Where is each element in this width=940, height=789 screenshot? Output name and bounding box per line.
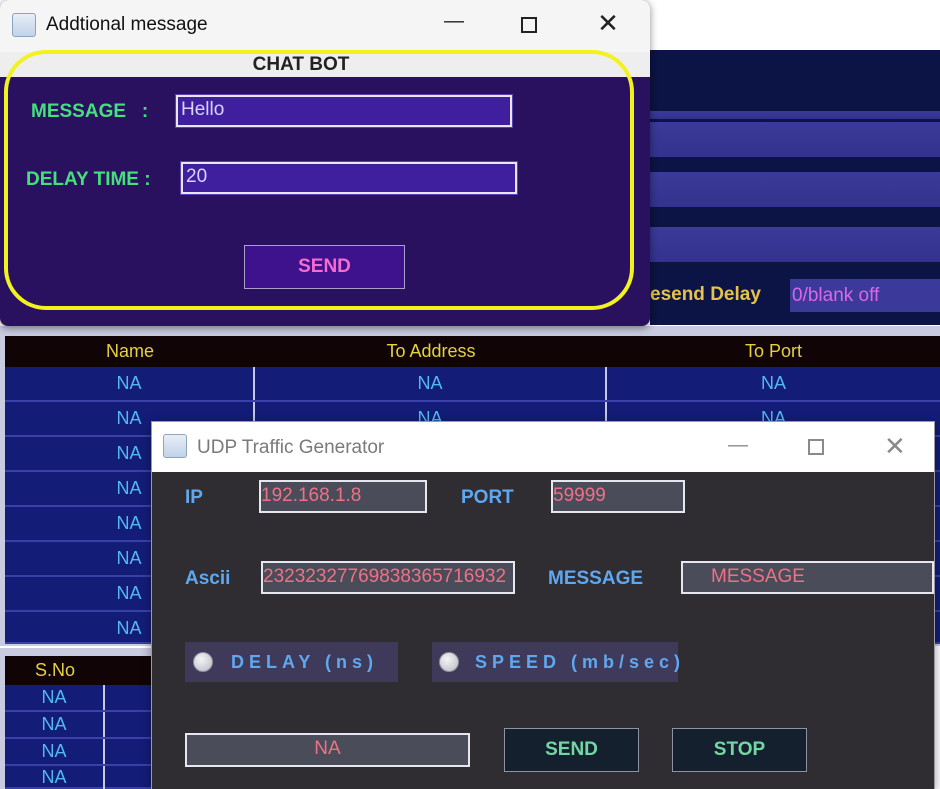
chat-titlebar: Addtional message — ✕	[0, 0, 650, 52]
main-bar	[650, 172, 940, 207]
radio-button-icon[interactable]	[439, 652, 459, 672]
ip-label: IP	[185, 487, 203, 508]
table-body: NA NA NA NA	[5, 685, 151, 789]
delay-time-label: DELAY TIME :	[26, 169, 151, 190]
status-field[interactable]: NA	[185, 733, 470, 767]
delay-time-input[interactable]: 20	[180, 161, 518, 195]
column-header-to-port[interactable]: To Port	[744, 341, 803, 361]
message-input[interactable]: Hello	[175, 94, 513, 128]
chat-bot-window: Addtional message — ✕ CHAT BOT MESSAGE :…	[0, 0, 650, 326]
message-label: MESSAGE	[548, 568, 644, 589]
udp-send-button[interactable]: SEND	[504, 728, 639, 772]
main-bar	[650, 122, 940, 157]
ascii-input[interactable]: 2323232776983836571693​2	[261, 561, 515, 594]
table-header: Name To Address To Port	[5, 336, 940, 367]
chat-send-button[interactable]: SEND	[244, 245, 405, 289]
maximize-icon[interactable]	[521, 17, 537, 33]
delay-radio-option[interactable]: DELAY (ns)	[185, 642, 398, 682]
speed-radio-label: SPEED (mb/sec)	[475, 652, 686, 672]
speed-radio-option[interactable]: SPEED (mb/sec)	[432, 642, 680, 682]
resend-delay-label: esend Delay	[650, 284, 761, 305]
column-header-name[interactable]: Name	[105, 341, 154, 361]
udp-window-title: UDP Traffic Generator	[197, 437, 385, 458]
table-row[interactable]: NA NA NA	[5, 367, 940, 402]
column-header-sno[interactable]: S.No	[34, 660, 76, 680]
table-cell: NA	[5, 766, 105, 789]
udp-traffic-generator-window: UDP Traffic Generator — ✕ IP 192.168.1.8…	[151, 421, 935, 789]
port-label: PORT	[461, 487, 514, 508]
port-input[interactable]: 59999	[551, 480, 685, 513]
minimize-icon[interactable]: —	[444, 10, 464, 32]
delay-radio-label: DELAY (ns)	[231, 652, 379, 672]
minimize-icon[interactable]: —	[728, 434, 748, 456]
chat-window-title: Addtional message	[46, 14, 208, 35]
close-icon[interactable]: ✕	[884, 431, 906, 461]
table-cell: NA	[5, 685, 105, 710]
table-row[interactable]: NA	[5, 685, 151, 712]
ip-input[interactable]: 192.168.1.8	[259, 480, 427, 513]
udp-stop-button[interactable]: STOP	[672, 728, 807, 772]
table-cell: NA	[5, 712, 105, 737]
table-cell: NA	[255, 367, 607, 400]
message-input[interactable]: MESSAGE	[681, 561, 934, 594]
close-icon[interactable]: ✕	[597, 8, 619, 38]
main-bar	[650, 227, 940, 262]
maximize-icon[interactable]	[808, 439, 824, 455]
main-bar	[650, 111, 940, 119]
column-header-to-address[interactable]: To Address	[386, 341, 476, 361]
resend-delay-input[interactable]: 0/blank off	[790, 279, 940, 312]
table-cell: NA	[760, 373, 786, 393]
ascii-label: Ascii	[185, 568, 231, 589]
chat-heading: CHAT BOT	[0, 52, 650, 77]
java-app-icon	[12, 13, 36, 37]
table-cell: NA	[5, 367, 255, 400]
table-row[interactable]: NA	[5, 766, 151, 789]
udp-titlebar: UDP Traffic Generator — ✕	[152, 422, 934, 472]
secondary-table: S.No NA NA NA NA	[0, 648, 151, 789]
radio-button-icon[interactable]	[193, 652, 213, 672]
highlight-outline	[4, 50, 634, 310]
table-cell: NA	[5, 402, 255, 435]
java-app-icon	[163, 434, 187, 458]
table-row[interactable]: NA	[5, 712, 151, 739]
table-row[interactable]: NA	[5, 739, 151, 766]
message-label: MESSAGE :	[31, 101, 149, 122]
table-header: S.No	[5, 656, 151, 685]
table-cell: NA	[5, 739, 105, 764]
